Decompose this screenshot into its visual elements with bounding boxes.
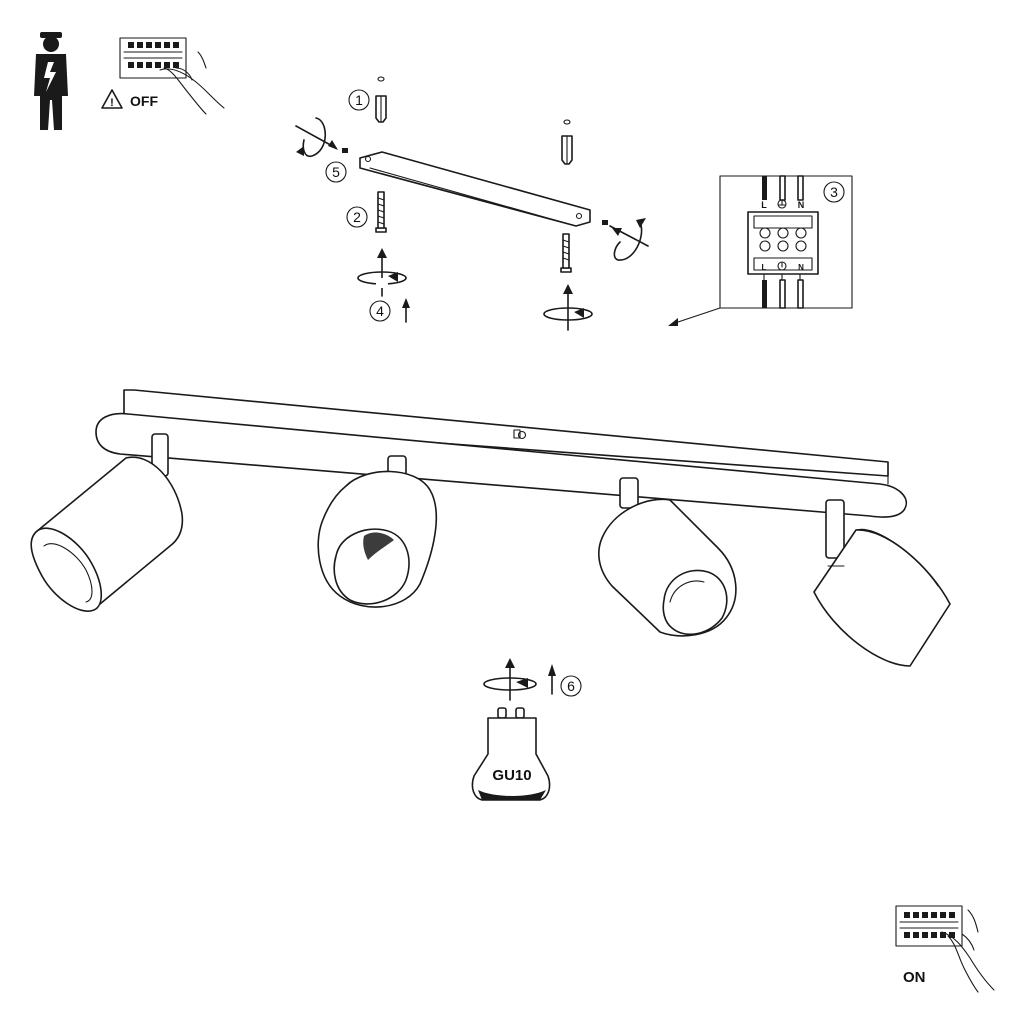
spotlight-2 xyxy=(317,455,438,608)
terminal-top-n-label: N xyxy=(798,200,805,210)
svg-text:2: 2 xyxy=(353,209,361,225)
up-arrow-icon-step4 xyxy=(402,298,410,323)
up-arrow-icon-step6 xyxy=(548,664,556,695)
pointer-arrow xyxy=(668,307,721,326)
electrician-icon xyxy=(34,32,68,130)
off-label: OFF xyxy=(130,93,158,109)
mounting-bracket xyxy=(359,151,591,227)
wall-plug-1 xyxy=(375,76,387,123)
fixture-base-plate xyxy=(95,389,907,518)
spotlight-1 xyxy=(30,433,184,612)
step-5-marker: 5 xyxy=(325,161,347,183)
step-1-marker: 1 xyxy=(348,89,370,111)
svg-text:4: 4 xyxy=(376,303,384,319)
svg-text:6: 6 xyxy=(567,678,575,694)
circuit-breaker-off-icon xyxy=(119,37,225,115)
svg-text:5: 5 xyxy=(332,164,340,180)
step-2-marker: 2 xyxy=(346,206,368,228)
rotate-arrow-icon-bulb xyxy=(483,658,537,701)
svg-text:!: ! xyxy=(110,97,114,109)
screw-2 xyxy=(560,233,572,273)
rotate-arrow-icon-right xyxy=(543,284,593,331)
screw-1 xyxy=(375,191,387,233)
bulb-type-label: GU10 xyxy=(492,767,531,784)
step-3-marker: 3 xyxy=(823,181,845,203)
spotlight-4 xyxy=(813,499,951,667)
earth-ground-icon xyxy=(777,199,787,209)
circuit-breaker-on-icon xyxy=(895,905,995,993)
terminal-block-panel xyxy=(719,175,853,309)
rotate-arrow-icon-left xyxy=(357,248,407,297)
svg-text:3: 3 xyxy=(830,184,838,200)
bracket-screw-left xyxy=(295,117,348,158)
gu10-bulb xyxy=(471,707,551,801)
wall-plug-2 xyxy=(561,119,573,165)
step-6-marker: 6 xyxy=(560,675,582,697)
terminal-bottom-l-label: L xyxy=(762,263,767,272)
step-4-marker: 4 xyxy=(369,300,391,322)
terminal-top-l-label: L xyxy=(761,200,767,210)
bracket-screw-right xyxy=(602,218,649,261)
earth-ground-icon-bottom xyxy=(777,261,787,271)
terminal-bottom-n-label: N xyxy=(798,263,804,272)
warning-triangle-icon: ! xyxy=(101,89,123,109)
spotlight-3 xyxy=(598,477,737,637)
svg-text:1: 1 xyxy=(355,92,363,108)
on-label: ON xyxy=(903,969,926,986)
